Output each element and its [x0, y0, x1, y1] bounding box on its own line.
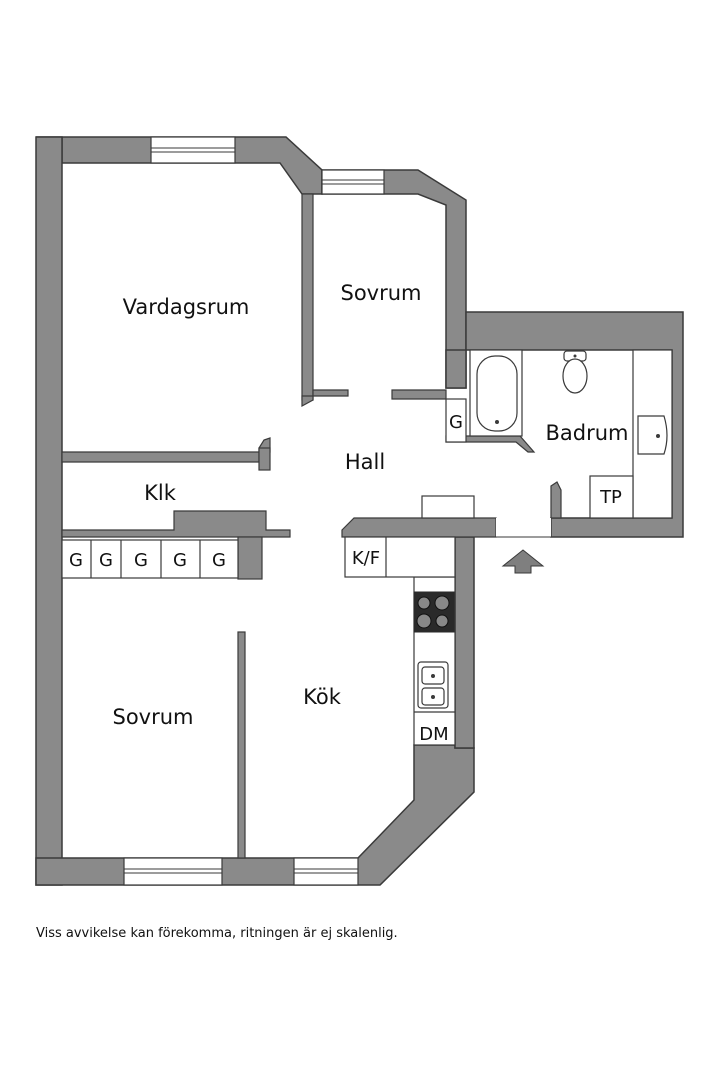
wall-sovrum-door-left: [301, 389, 349, 408]
wall-sovrum-door-right: [391, 389, 447, 400]
label-hall-wardrobe: G: [449, 412, 463, 433]
label-wardrobe-5: G: [212, 550, 226, 571]
wall-klk-stub: [258, 447, 271, 471]
label-badrum: Badrum: [545, 421, 628, 445]
label-wardrobe-3: G: [134, 550, 148, 571]
north-wall-sovrum: [321, 169, 467, 389]
disclaimer-text: Viss avvikelse kan förekomma, ritningen …: [36, 926, 398, 941]
label-wardrobe-4: G: [173, 550, 187, 571]
label-laundry: TP: [599, 487, 622, 508]
label-klk: Klk: [144, 481, 177, 505]
window-vardagsrum: [150, 136, 236, 164]
wall-vardagsrum-sovrum: [301, 193, 314, 401]
hall-wardrobe: [445, 398, 467, 443]
entrance-arrow-icon: [501, 549, 545, 574]
label-vardagsrum: Vardagsrum: [123, 295, 250, 319]
label-wardrobe-1: G: [69, 550, 83, 571]
window-kok: [293, 857, 359, 886]
entrance-opening: [496, 518, 551, 537]
south-wall: [35, 744, 475, 886]
label-hall: Hall: [345, 450, 385, 474]
west-wall: [35, 136, 63, 886]
wall-klk-south: [61, 510, 291, 538]
label-wardrobe-2: G: [99, 550, 113, 571]
label-sovrum-top: Sovrum: [340, 281, 421, 305]
window-sovrum-top: [321, 169, 385, 195]
sink-icon: [417, 661, 449, 709]
label-kok: Kök: [303, 685, 342, 709]
toilet-icon: [562, 350, 588, 394]
wall-bath-door-right: [550, 481, 562, 519]
label-sovrum-bottom: Sovrum: [112, 705, 193, 729]
wall-vardagsrum-klk: [61, 437, 271, 463]
kitchen-east-wall: [454, 536, 475, 749]
label-fridge-freezer: K/F: [352, 548, 380, 569]
bathtub-icon: [469, 349, 523, 437]
label-dishwasher: DM: [419, 724, 448, 745]
laundry-box: [589, 475, 634, 519]
washbasin-icon: [632, 349, 673, 519]
hall-shelf: [421, 495, 475, 519]
wall-hall-south: [341, 517, 497, 538]
stove-icon: [413, 591, 455, 633]
wardrobe-row: [61, 539, 239, 579]
wall-wardrobe-row: [237, 536, 263, 580]
wall-sovrum-kok: [237, 631, 246, 859]
bathroom-west-wall: [445, 349, 467, 389]
window-sovrum-bottom: [123, 857, 223, 886]
